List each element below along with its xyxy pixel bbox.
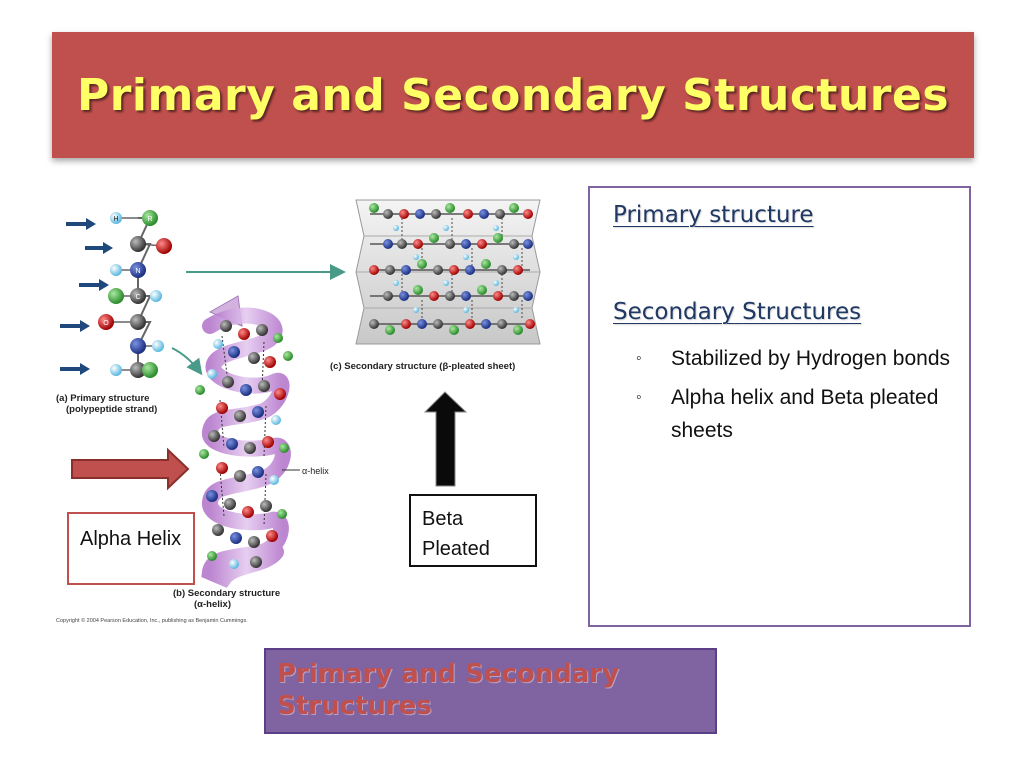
protein-structure-figure: H R N C O (a) Primary structure (polypep… bbox=[52, 186, 547, 626]
content-panel: Primary structure Secondary Structures ◦… bbox=[588, 186, 971, 627]
hydrogen-atom bbox=[110, 212, 122, 224]
blue-arrow-icon bbox=[85, 242, 113, 254]
beta-pleated-callout: Beta Pleated bbox=[409, 494, 537, 567]
footer-banner: Primary and Secondary Structures bbox=[264, 648, 717, 734]
beta-pleated-sheet-model bbox=[355, 199, 541, 345]
alpha-helix-caption: (b) Secondary structure bbox=[173, 588, 280, 599]
footer-title: Primary and Secondary Structures bbox=[277, 659, 620, 721]
alpha-helix-label: α-helix bbox=[302, 466, 329, 476]
nitrogen-atom bbox=[130, 338, 146, 354]
hydrogen-atom bbox=[110, 264, 122, 276]
alpha-helix-callout: Alpha Helix bbox=[67, 512, 195, 585]
r-group-atom bbox=[142, 210, 158, 226]
primary-structure-caption: (a) Primary structure bbox=[56, 393, 149, 404]
carbon-atom bbox=[130, 362, 146, 378]
hydrogen-atom bbox=[152, 340, 164, 352]
primary-structure-subcaption: (polypeptide strand) bbox=[66, 404, 157, 415]
slide-title: Primary and Secondary Structures bbox=[76, 69, 950, 121]
bullet-icon: ◦ bbox=[636, 350, 642, 367]
blue-pointer-arrows bbox=[60, 218, 113, 375]
atom-label-h: H bbox=[113, 216, 118, 223]
hydrogen-atom bbox=[110, 364, 122, 376]
hydrogen-atom bbox=[150, 290, 162, 302]
secondary-structures-heading: Secondary Structures bbox=[613, 299, 861, 325]
heading-word: Secondary bbox=[613, 299, 735, 325]
heading-word: Structures bbox=[742, 299, 862, 325]
atom-label-n: N bbox=[135, 268, 140, 275]
r-group-atom bbox=[142, 362, 158, 378]
heading-word: structure bbox=[709, 202, 814, 228]
black-up-arrow-icon bbox=[423, 391, 468, 487]
atom-label-r: R bbox=[147, 216, 152, 223]
list-item: ◦ Stabilized by Hydrogen bonds bbox=[636, 342, 956, 375]
blue-arrow-icon bbox=[79, 279, 109, 291]
atom-label-o: O bbox=[103, 320, 109, 327]
red-arrow-icon bbox=[71, 447, 190, 491]
helix-atoms bbox=[195, 320, 293, 569]
alpha-helix-model bbox=[195, 295, 300, 588]
beta-sheet-caption: (c) Secondary structure (β-pleated sheet… bbox=[330, 361, 515, 372]
carbon-atom bbox=[130, 236, 146, 252]
blue-arrow-icon bbox=[60, 363, 90, 375]
oxygen-atom bbox=[156, 238, 172, 254]
callout-text: Alpha Helix bbox=[80, 528, 182, 550]
connector-arrow bbox=[171, 347, 203, 376]
nitrogen-atom bbox=[130, 262, 146, 278]
oxygen-atom bbox=[98, 314, 114, 330]
alpha-helix-subcaption: (α-helix) bbox=[194, 599, 231, 610]
blue-arrow-icon bbox=[60, 320, 90, 332]
r-group-atom bbox=[108, 288, 124, 304]
bullet-text: Stabilized by Hydrogen bonds bbox=[671, 347, 951, 370]
callout-text: Beta Pleated bbox=[422, 508, 490, 560]
protein-diagram: H R N C O (a) Primary structure (polypep… bbox=[56, 199, 541, 624]
title-banner: Primary and Secondary Structures bbox=[52, 32, 974, 158]
bullet-text: Alpha helix and Beta pleated sheets bbox=[671, 386, 939, 442]
list-item: ◦ Alpha helix and Beta pleated sheets bbox=[636, 381, 956, 447]
atom-label-c: C bbox=[135, 294, 140, 301]
carbon-atom bbox=[130, 288, 146, 304]
copyright-note: Copyright © 2004 Pearson Education, Inc.… bbox=[56, 617, 248, 624]
bullet-list: ◦ Stabilized by Hydrogen bonds ◦ Alpha hel… bbox=[636, 342, 956, 453]
heading-word: Primary bbox=[613, 202, 702, 228]
sheet-atoms bbox=[369, 203, 535, 335]
primary-structure-heading: Primary structure bbox=[613, 202, 814, 228]
blue-arrow-icon bbox=[66, 218, 96, 230]
carbon-atom bbox=[130, 314, 146, 330]
bullet-icon: ◦ bbox=[636, 389, 642, 406]
primary-structure-strand: H R N C O bbox=[98, 210, 172, 378]
